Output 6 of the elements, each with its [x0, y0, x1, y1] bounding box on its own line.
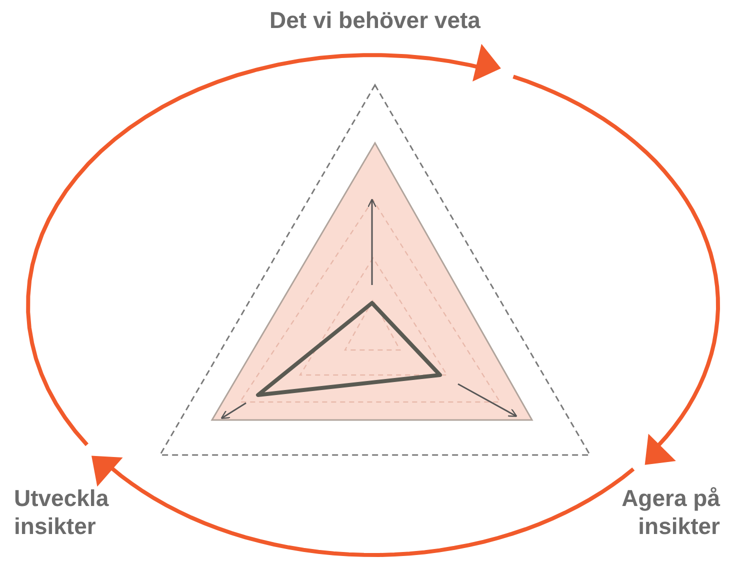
cycle-arrow — [91, 456, 635, 557]
cycle-arrow — [26, 44, 501, 446]
cycle-label: Agera på insikter — [590, 484, 720, 540]
cycle-label: Utveckla insikter — [14, 484, 129, 540]
cycle-arrow — [512, 74, 720, 465]
cycle-label: Det vi behöver veta — [230, 6, 520, 34]
